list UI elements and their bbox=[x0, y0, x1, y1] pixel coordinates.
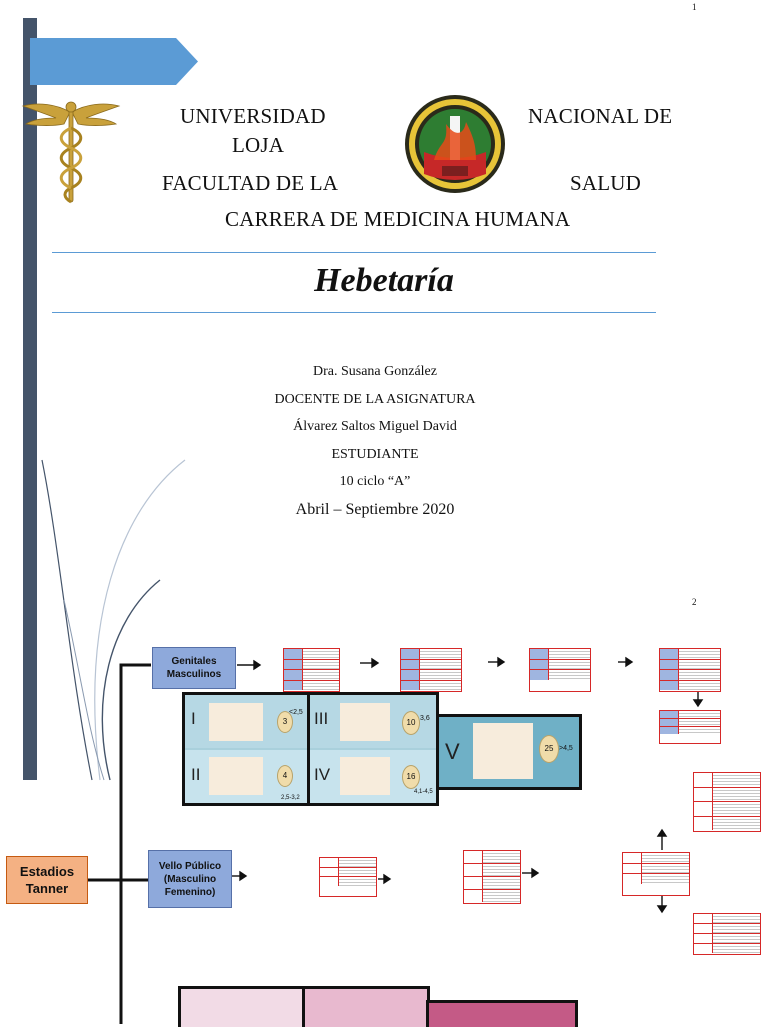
tanner-stage-panel-V: V 25 >4,5 bbox=[436, 714, 582, 790]
tanner-stage-panel-III-IV: III IV 10 16 3,6 4,1-4,5 bbox=[307, 692, 439, 806]
flowchart-connectors bbox=[88, 656, 704, 1024]
stage-illustration bbox=[340, 757, 390, 795]
period: Abril – Septiembre 2020 bbox=[295, 500, 455, 518]
stage-numeral: IV bbox=[314, 765, 331, 784]
stage-numeral: III bbox=[314, 709, 329, 728]
header-line3-left: FACULTAD DE LA bbox=[162, 171, 339, 195]
page-number: 2 bbox=[692, 597, 697, 607]
university-seal-logo bbox=[405, 95, 505, 193]
breast-stage-panel bbox=[302, 986, 430, 1027]
cover-arrow-banner bbox=[30, 38, 198, 85]
stage-illustration bbox=[209, 757, 263, 795]
header-line1-right: NACIONAL DE bbox=[528, 104, 673, 128]
stage-table-thumbnail bbox=[283, 648, 340, 692]
orchidometer-bead: 16 bbox=[402, 765, 420, 789]
page-number: 1 bbox=[692, 2, 697, 12]
teacher-name: Dra. Susana González bbox=[312, 364, 437, 379]
stage-numeral: V bbox=[445, 739, 460, 764]
credits-block: Dra. Susana González DOCENTE DE LA ASIGN… bbox=[0, 358, 750, 523]
student-name: Álvarez Saltos Miguel David bbox=[293, 419, 457, 434]
header-line1-left: UNIVERSIDAD bbox=[180, 104, 326, 128]
stage-numeral: I bbox=[191, 709, 196, 728]
orchidometer-bead: 3 bbox=[277, 711, 293, 733]
header-line4: CARRERA DE MEDICINA HUMANA bbox=[225, 207, 571, 231]
stage-measure: <2,5 bbox=[289, 709, 303, 716]
stage-table-thumbnail bbox=[693, 913, 761, 955]
stage-table-thumbnail bbox=[659, 710, 721, 744]
student-role: ESTUDIANTE bbox=[331, 446, 419, 462]
genitales-masculinos-node: Genitales Masculinos bbox=[152, 647, 236, 689]
header-line2: LOJA bbox=[232, 133, 285, 157]
stage-table-thumbnail bbox=[529, 648, 591, 692]
caduceus-icon bbox=[21, 101, 121, 204]
stage-table-thumbnail bbox=[622, 852, 690, 896]
orchidometer-bead: 4 bbox=[277, 765, 293, 787]
estadios-tanner-node: Estadios Tanner bbox=[6, 856, 88, 904]
decorative-curves bbox=[41, 459, 186, 781]
stage-numeral: II bbox=[191, 765, 201, 784]
cover-sidebar-bar bbox=[23, 18, 37, 780]
stage-table-thumbnail bbox=[400, 648, 462, 692]
header-line3-right: SALUD bbox=[570, 171, 642, 195]
stage-table-thumbnail bbox=[463, 850, 521, 904]
stage-measure: 2,5-3,2 bbox=[281, 795, 300, 801]
stage-table-thumbnail bbox=[659, 648, 721, 692]
title-rule-top bbox=[52, 252, 656, 253]
teacher-role: DOCENTE DE LA ASIGNATURA bbox=[274, 391, 476, 407]
orchidometer-bead: 10 bbox=[402, 711, 420, 735]
breast-stage-panel bbox=[178, 986, 306, 1027]
stage-illustration bbox=[473, 723, 533, 779]
stage-measure: >4,5 bbox=[559, 745, 573, 752]
stage-table-thumbnail bbox=[693, 772, 761, 832]
cycle: 10 ciclo “A” bbox=[339, 474, 411, 489]
title-rule-bottom bbox=[52, 312, 656, 313]
vello-publico-node: Vello Público (Masculino Femenino) bbox=[148, 850, 232, 908]
stage-table-thumbnail bbox=[319, 857, 377, 897]
document-title: Hebetaría bbox=[314, 262, 454, 299]
stage-measure: 3,6 bbox=[420, 715, 430, 722]
stage-illustration bbox=[209, 703, 263, 741]
orchidometer-bead: 25 bbox=[539, 735, 559, 763]
stage-illustration bbox=[340, 703, 390, 741]
tanner-stage-panel-I-II: I II 3 4 <2,5 2,5-3,2 bbox=[182, 692, 312, 806]
stage-measure: 4,1-4,5 bbox=[414, 789, 433, 795]
breast-stage-panel bbox=[426, 1000, 578, 1027]
